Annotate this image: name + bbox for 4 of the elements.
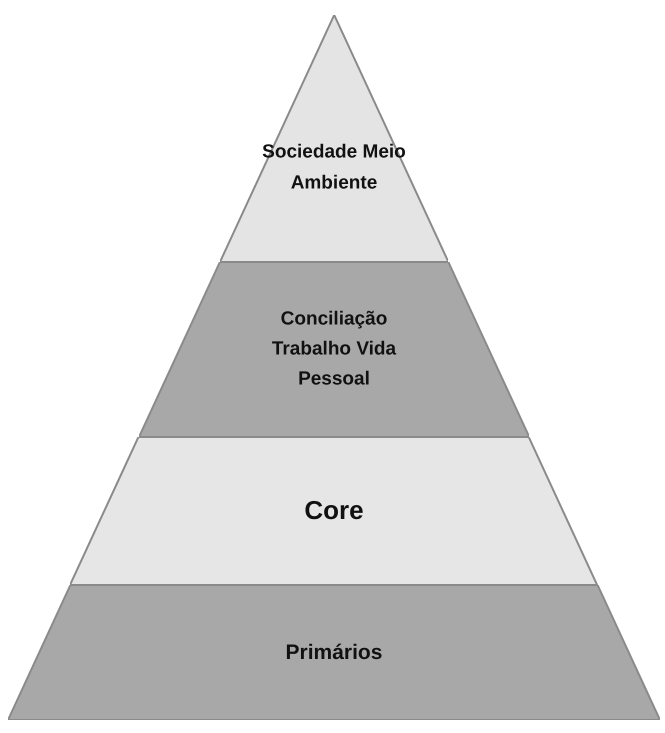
layer-label: Primários: [284, 640, 384, 666]
layer-label: Conciliação Trabalho Vida Pessoal: [270, 306, 398, 392]
layer-label: Core: [303, 494, 365, 528]
layer-label: Sociedade Meio Ambiente: [261, 140, 407, 196]
